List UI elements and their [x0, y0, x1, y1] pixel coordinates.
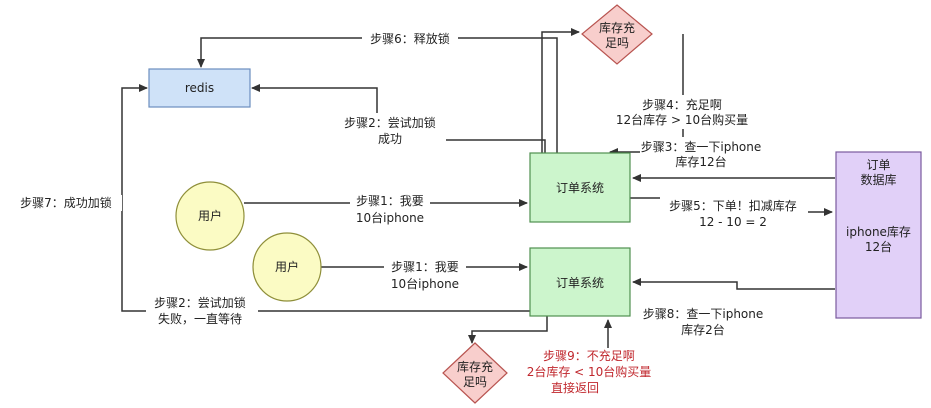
stock-check-diamond-bottom: 库存充 足吗	[442, 342, 508, 404]
order-system-1-label: 订单系统	[556, 181, 604, 195]
label-step8-line-1: 步骤8：查一下iphone	[643, 307, 764, 321]
user-node-1: 用户	[175, 181, 245, 251]
label-step2-success-line-1: 步骤2：尝试加锁	[344, 115, 436, 130]
label-step5-line-1: 步骤5：下单！扣减库存	[669, 198, 797, 213]
stock-check-bottom-line-2: 足吗	[463, 375, 487, 389]
user-node-2: 用户	[252, 232, 322, 302]
stock-check-top-line-1: 库存充	[599, 20, 635, 35]
label-step9-line-3: 直接返回	[551, 380, 599, 395]
label-step2-fail-line-1: 步骤2：尝试加锁	[154, 295, 246, 310]
label-step9-line-1: 步骤9：不充足啊	[543, 348, 635, 363]
label-step7: 步骤7：成功加锁	[20, 195, 112, 210]
order-system-node-2: 订单系统	[529, 247, 631, 317]
label-step6: 步骤6：释放锁	[370, 31, 450, 46]
label-step8-line-2: 库存2台	[681, 322, 725, 337]
db-title-line-2: 数据库	[860, 172, 896, 187]
edge-step8-query-stock	[632, 278, 835, 290]
order-system-2-label: 订单系统	[556, 276, 604, 290]
label-step3-line-2: 库存12台	[675, 154, 726, 169]
label-step1-lower-line-1: 步骤1：我要	[391, 260, 459, 274]
edge-to-stock-check-top	[541, 28, 580, 153]
label-step1-upper-line-2: 10台iphone	[356, 210, 424, 225]
stock-check-bottom-line-1: 库存充	[457, 359, 493, 374]
label-step1-upper-line-1: 步骤1：我要	[356, 194, 424, 208]
stock-check-diamond-top: 库存充 足吗	[581, 4, 653, 65]
stock-check-top-line-2: 足吗	[605, 36, 629, 50]
label-step2-success-line-2: 成功	[378, 132, 402, 146]
label-step3-line-1: 步骤3：查一下iphone	[641, 140, 762, 154]
order-database-node: 订单 数据库 iphone库存 12台	[835, 151, 922, 319]
edge-to-stock-check-bottom	[468, 316, 548, 344]
db-stock-line-2: 12台	[865, 239, 892, 254]
label-step2-fail-line-2: 失败，一直等待	[158, 311, 242, 326]
label-step1-lower-line-2: 10台iphone	[391, 276, 459, 291]
label-step5-line-2: 12 - 10 = 2	[699, 215, 767, 229]
label-step4-line-1: 步骤4：充足啊	[642, 97, 722, 112]
db-title-line-1: 订单	[866, 158, 890, 172]
redis-node: redis	[148, 68, 251, 108]
redis-label: redis	[185, 81, 214, 95]
label-step9-line-2: 2台库存 < 10台购买量	[527, 364, 652, 379]
order-system-node-1: 订单系统	[529, 152, 631, 223]
db-stock-line-1: iphone库存	[846, 224, 911, 239]
user-1-label: 用户	[198, 208, 222, 223]
user-2-label: 用户	[275, 259, 299, 274]
label-step4-line-2: 12台库存 > 10台购买量	[616, 112, 748, 127]
